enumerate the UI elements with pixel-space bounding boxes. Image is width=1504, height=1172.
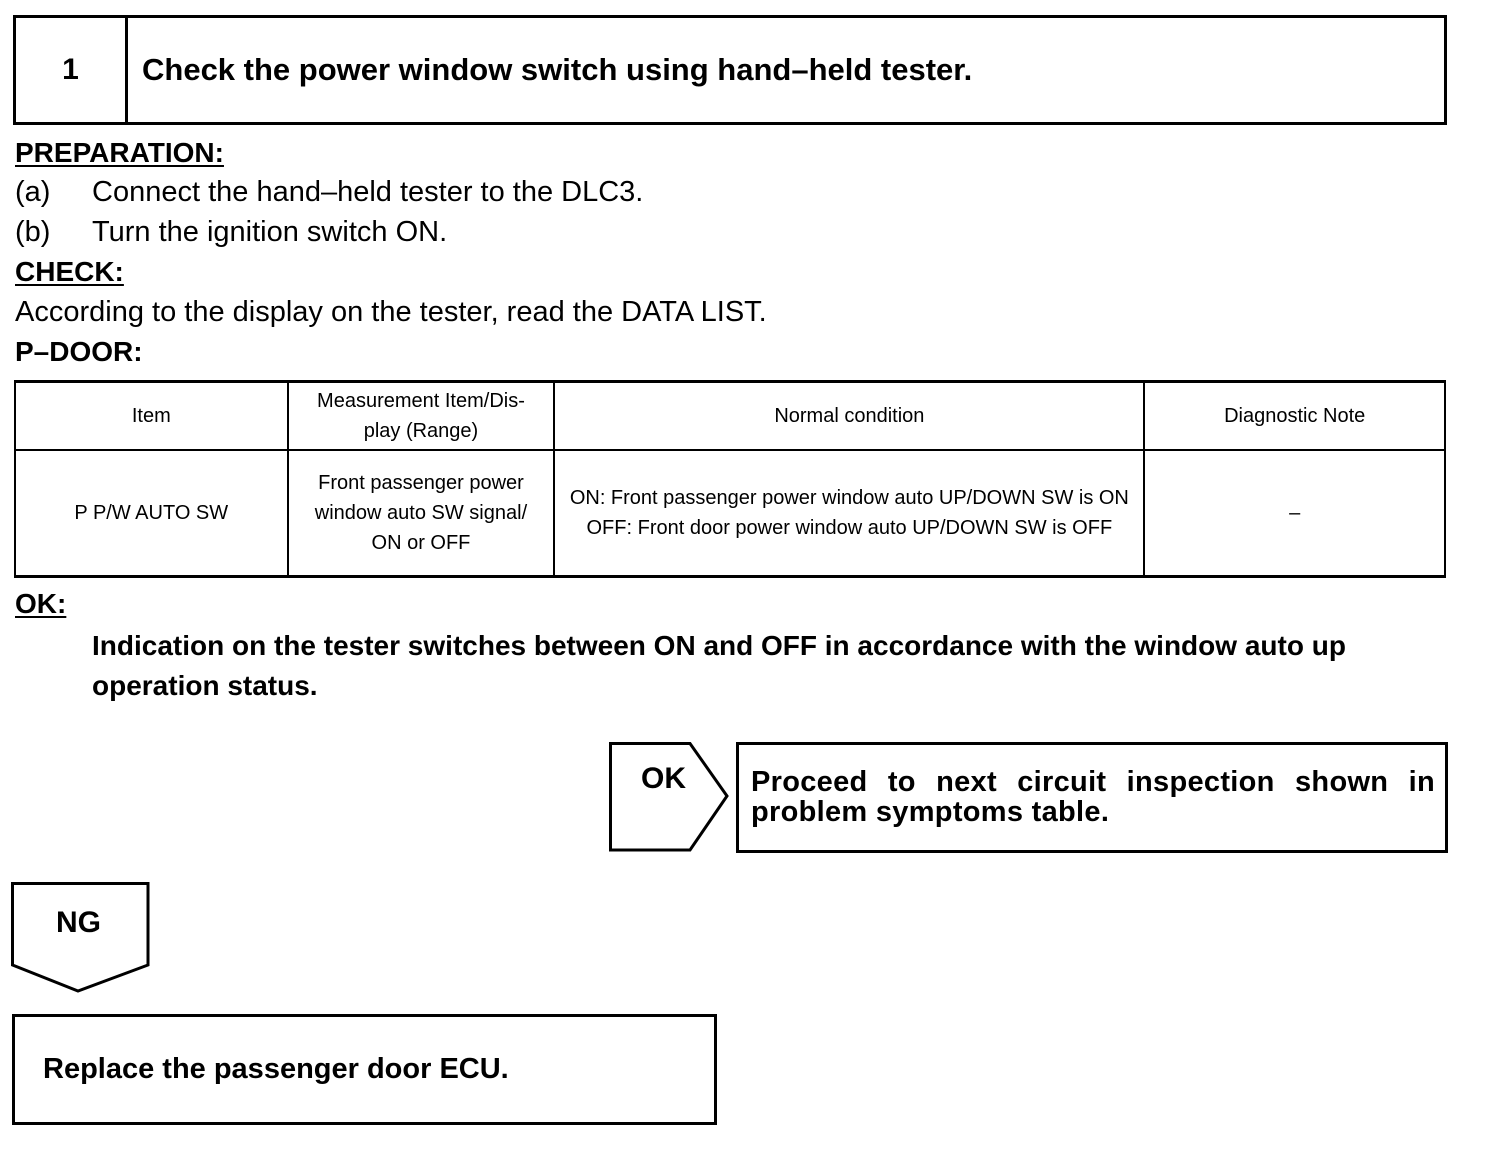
preparation-heading: PREPARATION:	[15, 137, 224, 168]
cell-normal-condition: ON: Front passenger power window auto UP…	[553, 449, 1146, 578]
ok-action-text: Proceed to next circuit inspection shown…	[751, 766, 1435, 828]
cell-measurement: Front passenger power window auto SW sig…	[286, 449, 556, 578]
preparation-item-b: (b) Turn the ignition switch ON.	[15, 216, 447, 249]
cell-diagnostic-note: –	[1143, 449, 1446, 578]
table-header-row: Item Measurement Item/Dis-play (Range) N…	[14, 380, 1446, 451]
cell-item: P P/W AUTO SW	[14, 449, 289, 578]
check-heading: CHECK:	[15, 256, 124, 287]
header-item: Item	[14, 380, 289, 451]
ng-action-box: Replace the passenger door ECU.	[12, 1014, 717, 1125]
header-normal-condition: Normal condition	[553, 380, 1146, 451]
step-header-box: 1 Check the power window switch using ha…	[13, 15, 1447, 125]
step-title: Check the power window switch using hand…	[142, 52, 973, 87]
cell-normal-on: ON: Front passenger power window auto UP…	[569, 487, 1129, 509]
header-diagnostic-note: Diagnostic Note	[1143, 380, 1446, 451]
ok-heading: OK:	[15, 588, 67, 619]
preparation-item-b-letter: (b)	[15, 216, 51, 248]
ok-label: OK	[641, 762, 686, 795]
ok-action-box: Proceed to next circuit inspection shown…	[736, 742, 1448, 853]
check-text: According to the display on the tester, …	[15, 296, 767, 328]
preparation-item-b-text: Turn the ignition switch ON.	[92, 216, 448, 248]
table-heading: P–DOOR:	[15, 336, 143, 367]
ng-label: NG	[56, 906, 101, 939]
preparation-item-a: (a) Connect the hand–held tester to the D…	[15, 176, 643, 209]
table-row: P P/W AUTO SW Front passenger power wind…	[14, 449, 1446, 578]
step-number: 1	[16, 18, 128, 122]
header-measurement: Measurement Item/Dis-play (Range)	[286, 380, 556, 451]
preparation-item-a-text: Connect the hand–held tester to the DLC3…	[92, 176, 644, 208]
ok-arrow-shape	[609, 742, 729, 852]
data-list-table: Item Measurement Item/Dis-play (Range) N…	[14, 380, 1446, 578]
ng-action-text: Replace the passenger door ECU.	[43, 1053, 509, 1085]
cell-normal-off: OFF: Front door power window auto UP/DOW…	[586, 517, 1113, 539]
ok-result-text: Indication on the tester switches betwee…	[92, 630, 1346, 701]
ng-arrow-shape	[11, 882, 150, 993]
preparation-item-a-letter: (a)	[15, 176, 51, 208]
